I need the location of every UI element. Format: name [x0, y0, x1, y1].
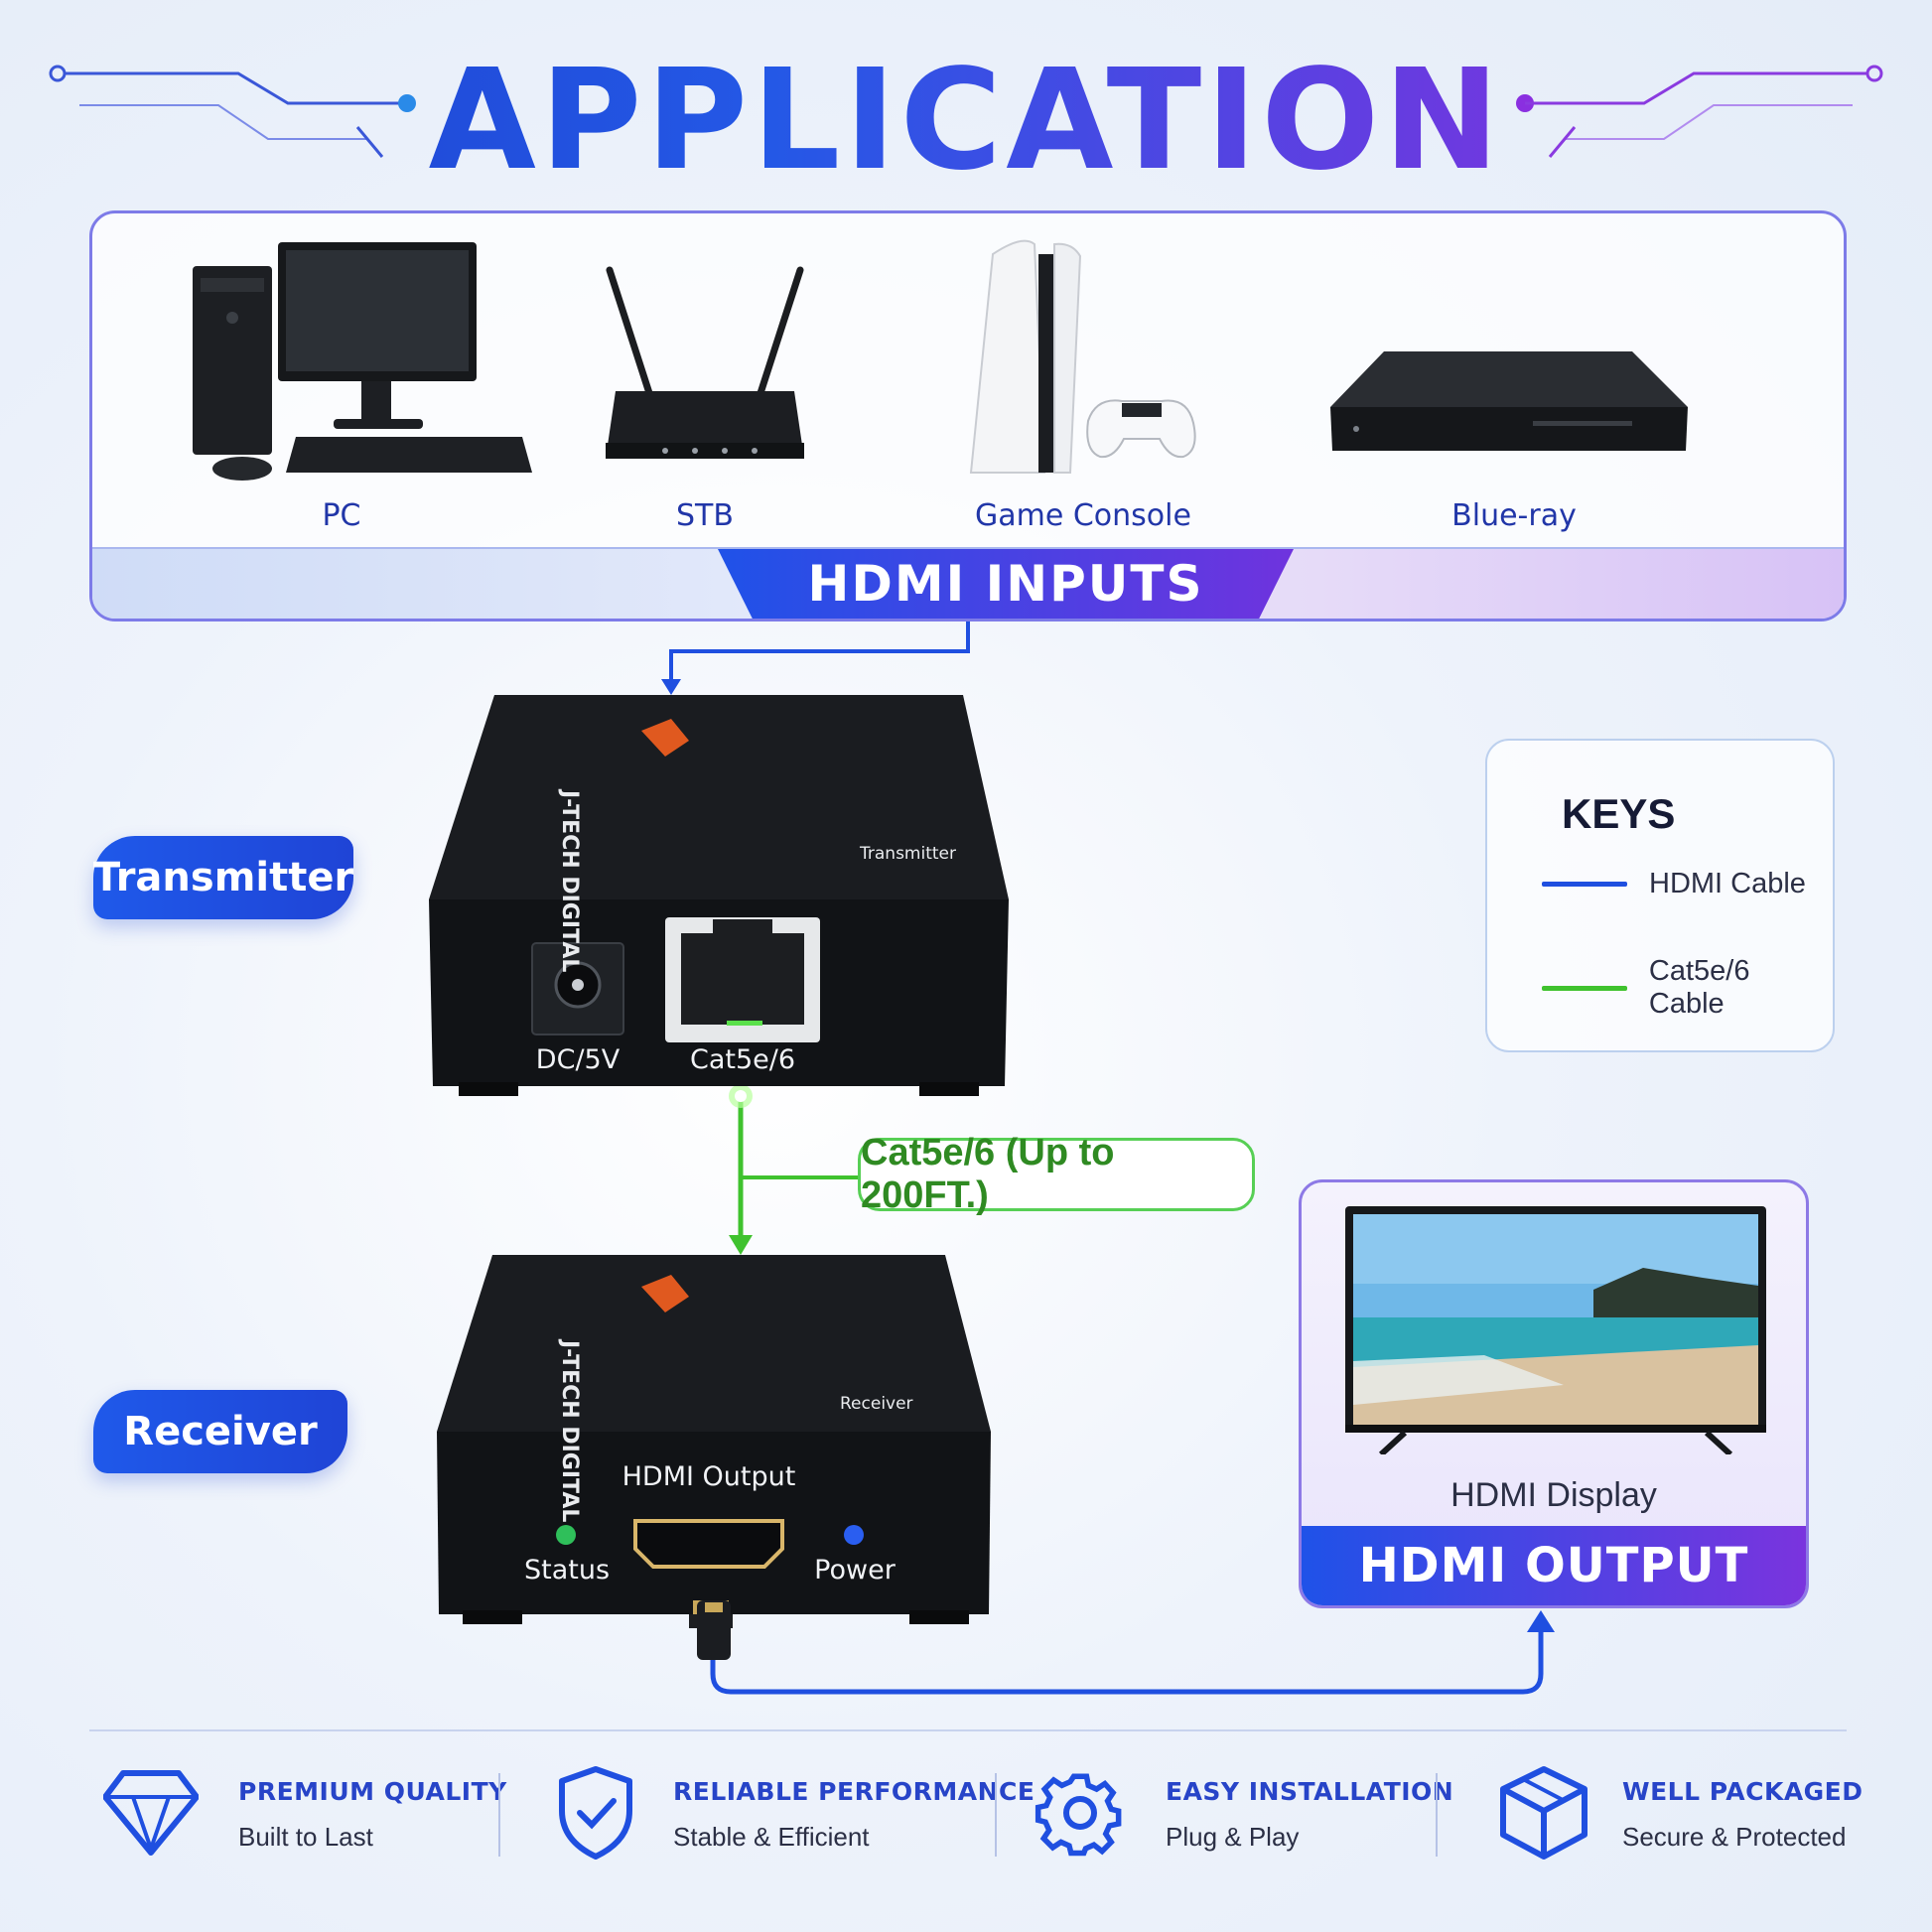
- feature-title-4: WELL PACKAGED: [1622, 1777, 1863, 1806]
- pc-icon: [193, 242, 532, 481]
- port-label-dc5v: DC/5V: [535, 1044, 621, 1075]
- game-console-icon: [969, 239, 1196, 474]
- feature-bar-separator: [89, 1729, 1847, 1731]
- receiver-device: J-TECH DIGITAL Receiver HDMI Output Stat…: [433, 1251, 995, 1628]
- box-icon: [1500, 1766, 1587, 1860]
- feature-well-packaged: WELL PACKAGED Secure & Protected: [1622, 1777, 1863, 1853]
- port-label-cat5e6: Cat5e/6: [689, 1044, 796, 1075]
- feature-premium-quality: PREMIUM QUALITY Built to Last: [238, 1777, 507, 1853]
- circuit-decoration-right: [1516, 65, 1883, 158]
- feature-subtitle-3: Plug & Play: [1166, 1822, 1300, 1852]
- hdmi-output-panel: HDMI Display HDMI OUTPUT: [1299, 1179, 1809, 1608]
- receiver-brand: J-TECH DIGITAL: [557, 1340, 582, 1523]
- key-cat-cable: Cat5e/6 Cable: [1542, 955, 1833, 1021]
- gear-icon: [1035, 1773, 1122, 1857]
- feature-subtitle-2: Stable & Efficient: [673, 1822, 870, 1852]
- display-label: HDMI Display: [1450, 1476, 1657, 1514]
- device-label-pc: PC: [322, 498, 361, 533]
- key-label-cat: Cat5e/6 Cable: [1648, 955, 1750, 1020]
- cable-length-callout: Cat5e/6 (Up to 200FT.): [858, 1132, 1255, 1216]
- diamond-icon: [103, 1770, 199, 1856]
- bluray-player-icon: [1330, 351, 1688, 451]
- shield-check-icon: [559, 1766, 632, 1860]
- feature-reliable-performance: RELIABLE PERFORMANCE Stable & Efficient: [673, 1777, 1035, 1853]
- device-label-game-console: Game Console: [975, 498, 1191, 533]
- hdmi-cable-swatch: [1542, 882, 1627, 887]
- tv-icon: [1345, 1206, 1766, 1454]
- keys-legend: KEYS HDMI Cable Cat5e/6 Cable: [1485, 739, 1835, 1052]
- receiver-body: [437, 1255, 991, 1628]
- hdmi-cable-plug: [697, 1600, 731, 1660]
- key-label-hdmi: HDMI Cable: [1649, 868, 1806, 899]
- receiver-side-label: Receiver: [840, 1394, 913, 1414]
- feature-divider-3: [1436, 1773, 1438, 1857]
- device-label-stb: STB: [676, 498, 734, 533]
- transmitter-body: [429, 695, 1009, 1096]
- receiver-pill: Receiver: [93, 1390, 347, 1473]
- key-hdmi-cable: HDMI Cable: [1542, 868, 1806, 900]
- transmitter-side-label: Transmitter: [860, 844, 956, 864]
- transmitter-device: J-TECH DIGITAL Transmitter DC/5V Cat5e/6: [423, 691, 1013, 1100]
- feature-title-2: RELIABLE PERFORMANCE: [673, 1777, 1035, 1806]
- keys-title: KEYS: [1562, 790, 1676, 837]
- feature-divider-1: [498, 1773, 500, 1857]
- transmitter-brand: J-TECH DIGITAL: [557, 790, 582, 973]
- cat-cable-swatch: [1542, 985, 1627, 991]
- page-title: APPLICATION: [0, 40, 1932, 202]
- hdmi-inputs-banner: HDMI INPUTS: [718, 549, 1294, 619]
- led-label-power: Power: [814, 1555, 896, 1586]
- router-icon: [606, 266, 804, 459]
- feature-title-3: EASY INSTALLATION: [1166, 1777, 1454, 1806]
- feature-title-1: PREMIUM QUALITY: [238, 1777, 507, 1806]
- device-label-bluray: Blue-ray: [1451, 498, 1577, 533]
- feature-easy-installation: EASY INSTALLATION Plug & Play: [1166, 1777, 1453, 1853]
- hdmi-output-banner: HDMI OUTPUT: [1302, 1526, 1806, 1605]
- port-label-hdmi-output: HDMI Output: [621, 1461, 796, 1492]
- feature-subtitle-1: Built to Last: [238, 1822, 373, 1852]
- transmitter-pill: Transmitter: [93, 836, 353, 919]
- led-label-status: Status: [523, 1555, 611, 1586]
- feature-divider-2: [995, 1773, 997, 1857]
- feature-subtitle-4: Secure & Protected: [1622, 1822, 1847, 1852]
- circuit-decoration-left: [49, 65, 416, 158]
